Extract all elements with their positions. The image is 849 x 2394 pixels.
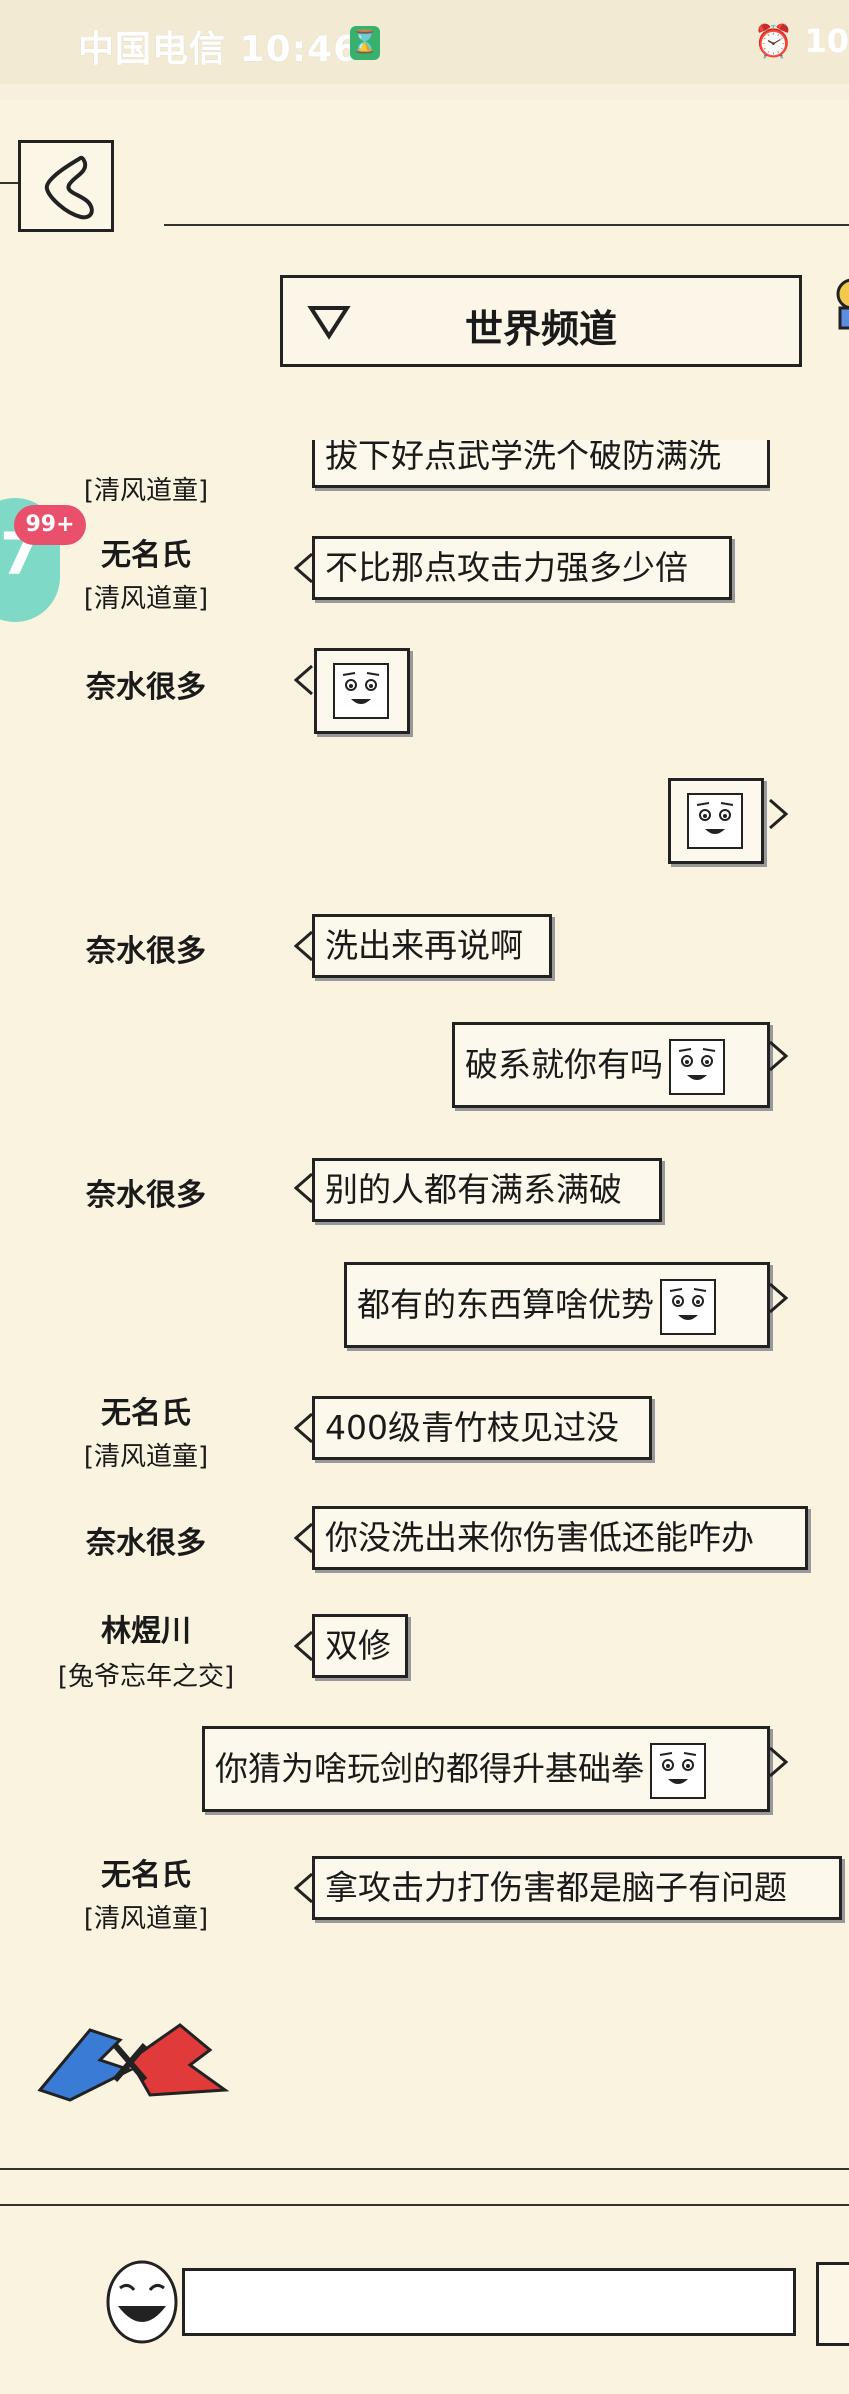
bubble-pointer-right: [769, 1746, 788, 1778]
message-bubble: 你猜为啥玩剑的都得升基础拳: [202, 1726, 770, 1812]
channel-selector[interactable]: 世界频道: [280, 275, 802, 367]
sender-name[interactable]: 奈水很多: [86, 1178, 206, 1213]
bubble-pointer-left: [294, 930, 313, 962]
message-bubble: 都有的东西算啥优势: [344, 1262, 770, 1348]
sender-rank: [清风道童]: [83, 1904, 209, 1934]
message-bubble-clip: 拔下好点武学洗个破防满洗: [300, 440, 770, 496]
sender-name[interactable]: 奈水很多: [86, 934, 206, 969]
sketch-face-icon: [333, 663, 389, 719]
sender-name[interactable]: 无名氏: [101, 1396, 191, 1431]
player-avatar-icon[interactable]: [830, 272, 849, 332]
sender-name[interactable]: 林煜川: [101, 1614, 191, 1649]
message-bubble: 你没洗出来你伤害低还能咋办: [312, 1506, 808, 1570]
message-text: 破系就你有吗: [465, 1045, 663, 1084]
sketch-face-icon: [687, 793, 743, 849]
back-button[interactable]: [18, 140, 114, 232]
bubble-pointer-left: [294, 1522, 313, 1554]
message-text: 你猜为啥玩剑的都得升基础拳: [215, 1749, 644, 1788]
bubble-pointer-right: [769, 798, 788, 830]
message-bubble: 破系就你有吗: [452, 1022, 770, 1108]
bubble-pointer-left: [294, 1630, 313, 1662]
sender-rank: [清风道童]: [83, 1442, 209, 1472]
bubble-pointer-left: [294, 1412, 313, 1444]
bubble-pointer-right: [769, 1282, 788, 1314]
channel-title: 世界频道: [464, 307, 617, 351]
status-carrier-time: 中国电信 10:46: [78, 29, 360, 70]
sketch-face-icon: [650, 1742, 706, 1799]
message-bubble: 拔下好点武学洗个破防满洗: [312, 440, 770, 488]
bubble-pointer-left: [294, 664, 313, 696]
sender-rank: [兔爷忘年之交]: [57, 1662, 235, 1692]
sketch-face-icon: [660, 1278, 716, 1335]
message-text: 都有的东西算啥优势: [357, 1285, 654, 1324]
sender-rank: [清风道童]: [83, 584, 209, 614]
sender-name[interactable]: 无名氏: [101, 538, 191, 573]
game-logo-icon: [37, 2023, 230, 2102]
emoji-smiley-icon[interactable]: [104, 2258, 180, 2346]
triangle-down-icon: [307, 306, 351, 340]
sender-name[interactable]: 奈水很多: [86, 670, 206, 705]
message-bubble: 拿攻击力打伤害都是脑子有问题: [312, 1856, 842, 1920]
send-button[interactable]: [816, 2262, 849, 2346]
sketch-divider: [164, 224, 849, 226]
sketch-divider: [0, 2168, 849, 2170]
sender-name[interactable]: 奈水很多: [86, 1526, 206, 1561]
bubble-pointer-left: [294, 1872, 313, 1904]
emoji-bubble: [314, 648, 410, 734]
chat-input[interactable]: [182, 2268, 796, 2336]
message-bubble: 洗出来再说啊: [312, 914, 552, 978]
sender-name[interactable]: 无名氏: [101, 1858, 191, 1893]
bubble-pointer-left: [294, 552, 313, 584]
emoji-bubble: [668, 778, 764, 864]
status-right-icons: ⏰ 10: [753, 22, 849, 60]
sketch-divider: [0, 182, 18, 184]
bubble-pointer-left: [294, 1172, 313, 1204]
sketch-face-icon: [669, 1038, 725, 1095]
sender-rank: [清风道童]: [83, 476, 209, 506]
bubble-pointer-right: [769, 1040, 788, 1072]
unread-badge: 99+: [14, 505, 86, 545]
message-bubble: 400级青竹枝见过没: [312, 1396, 652, 1460]
message-bubble: 双修: [312, 1614, 408, 1678]
back-arrow-icon: [44, 155, 94, 220]
message-bubble: 别的人都有满系满破: [312, 1158, 662, 1222]
hourglass-icon: ⌛: [350, 26, 380, 60]
status-bar: 中国电信 10:46 ⌛ ⏰ 10: [0, 0, 849, 84]
message-bubble: 不比那点攻击力强多少倍: [312, 536, 732, 600]
sketch-divider: [0, 2204, 849, 2206]
status-right-text: 10: [804, 22, 849, 60]
alarm-icon: ⏰: [753, 22, 794, 60]
